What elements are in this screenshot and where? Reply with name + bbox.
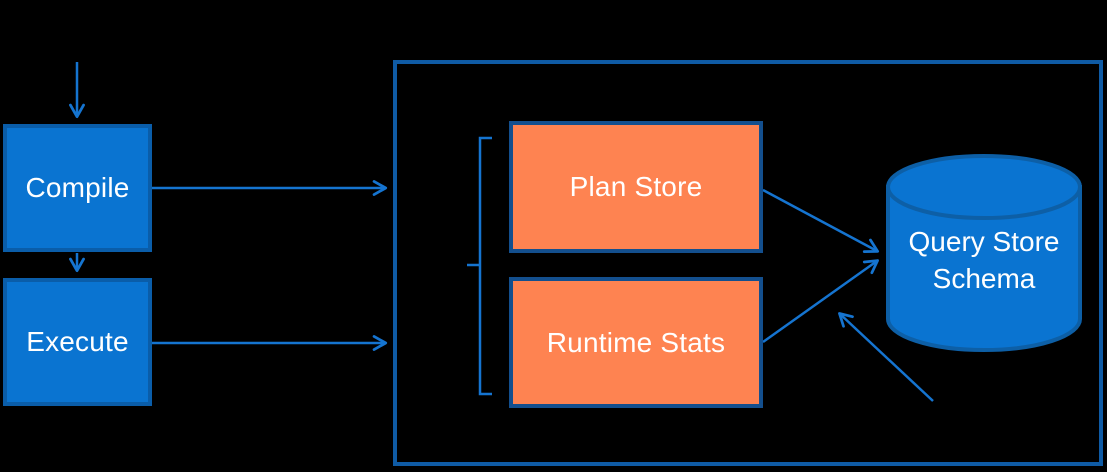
node-runtime-stats: Runtime Stats <box>509 277 763 408</box>
node-plan-store-label: Plan Store <box>569 171 703 202</box>
query-store-container <box>393 60 1103 466</box>
node-compile: Compile <box>3 124 152 252</box>
node-plan-store: Plan Store <box>509 121 763 253</box>
node-query-store-schema: Query Store Schema <box>888 205 1080 315</box>
node-execute: Execute <box>3 278 152 406</box>
node-runtime-stats-label: Runtime Stats <box>546 326 726 358</box>
query-store-schema-line2: Schema <box>932 263 1036 294</box>
query-store-schema-line1: Query Store <box>908 226 1060 257</box>
node-execute-label: Execute <box>26 326 129 357</box>
node-compile-label: Compile <box>25 172 130 203</box>
